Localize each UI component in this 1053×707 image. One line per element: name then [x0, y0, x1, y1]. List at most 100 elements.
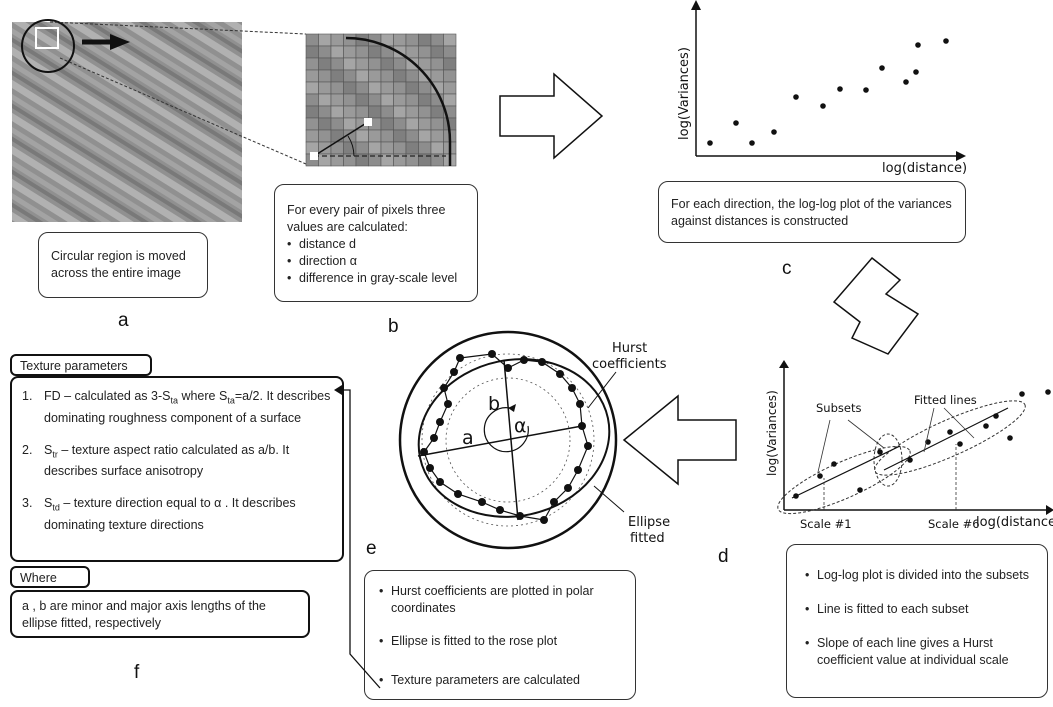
texture-param-text: Str – texture aspect ratio calculated as… [44, 442, 290, 479]
plot-d-point [957, 441, 963, 447]
polar-axis-b: b [488, 393, 500, 415]
plot-d-ylabel: log(Variances) [765, 390, 779, 476]
box-d-item: Slope of each line gives a Hurst coeffic… [805, 635, 1037, 669]
rose-point [578, 422, 586, 430]
box-a-text: Circular region is moved across the enti… [51, 249, 186, 280]
box-d: Log-log plot is divided into the subsets… [786, 544, 1048, 698]
ellipse-label-1: Ellipse [628, 515, 670, 530]
label-f: f [134, 662, 140, 683]
box-b-item: difference in gray-scale level [287, 270, 467, 287]
angle-arc [347, 135, 355, 157]
distance-line [313, 121, 369, 157]
hurst-label-1: Hurst [612, 341, 647, 356]
rose-point [420, 448, 428, 456]
plot-d-point [907, 457, 913, 463]
plot-d-point [857, 487, 863, 493]
box-e-item: Hurst coefficients are plotted in polar … [379, 583, 625, 617]
plot-d-point [1007, 435, 1013, 441]
plot-c-point [943, 38, 949, 44]
texture-param-num: 1. [22, 389, 33, 403]
rose-point [430, 434, 438, 442]
region-boundary [345, 36, 452, 166]
plot-c-point [903, 79, 909, 85]
rose-point [426, 464, 434, 472]
rose-point [450, 368, 458, 376]
plot-d-point [817, 473, 823, 479]
arrow-right-icon [499, 72, 604, 160]
plot-d-scale1: Scale #1 [800, 517, 852, 531]
texture-params-list: 1. FD – calculated as 3-Sta where Sta=a/2… [22, 388, 332, 534]
rose-point [520, 356, 528, 364]
rose-point [478, 498, 486, 506]
texture-param-item: 1. FD – calculated as 3-Sta where Sta=a/2… [22, 388, 332, 427]
where-header: Where [10, 566, 90, 588]
plot-c-point [913, 69, 919, 75]
pixel-2 [364, 118, 372, 126]
polar-axis-a: a [462, 427, 474, 449]
plot-c-point [837, 86, 843, 92]
box-d-item: Line is fitted to each subset [805, 601, 1037, 618]
rose-point [584, 442, 592, 450]
texture-params-header: Texture parameters [10, 354, 152, 376]
texture-params-box: 1. FD – calculated as 3-Sta where Sta=a/2… [10, 376, 344, 562]
plot-c-point [707, 140, 713, 146]
plot-c-points [707, 38, 949, 146]
plot-d-points [793, 389, 1051, 499]
plot-c-xlabel: log(distance) [882, 161, 967, 176]
plot-c-point [749, 140, 755, 146]
plot-d-subsets-label: Subsets [816, 401, 861, 415]
rose-point [456, 354, 464, 362]
ellipse-label-2: fitted [630, 531, 665, 546]
polar-points [420, 350, 592, 524]
box-e-list: Hurst coefficients are plotted in polar … [379, 583, 625, 689]
rose-point [550, 498, 558, 506]
label-b: b [388, 316, 399, 337]
rose-point [574, 466, 582, 474]
plot-d-point [831, 461, 837, 467]
box-c-text: For each direction, the log-log plot of … [671, 197, 952, 228]
label-d: d [718, 546, 729, 567]
plot-c-ylabel: log(Variances) [677, 47, 692, 140]
pixel-1 [310, 152, 318, 160]
plot-c-point [771, 129, 777, 135]
plot-d: Subsets Fitted lines Scale #1 Scale #6 l… [765, 360, 1053, 531]
plot-c-point [915, 42, 921, 48]
rose-point [504, 364, 512, 372]
plot-d-fitted-label: Fitted lines [914, 393, 977, 407]
box-b-intro: For every pair of pixels three values ar… [287, 203, 446, 234]
rose-point [496, 506, 504, 514]
rose-point [436, 418, 444, 426]
plot-d-point [1045, 389, 1051, 395]
arrow-left-icon [622, 394, 737, 486]
plot-d-point [877, 449, 883, 455]
hurst-label-2: coefficients [592, 357, 667, 372]
plot-d-scale6: Scale #6 [928, 517, 980, 531]
label-e: e [366, 538, 377, 559]
box-b: For every pair of pixels three values ar… [274, 184, 478, 302]
rose-point [576, 400, 584, 408]
rose-point [488, 350, 496, 358]
box-e: Hurst coefficients are plotted in polar … [364, 570, 636, 700]
plot-d-point [983, 423, 989, 429]
plot-d-point [993, 413, 999, 419]
rose-point [440, 384, 448, 392]
box-e-item: Ellipse is fitted to the rose plot [379, 633, 625, 650]
plot-c: log(Variances) log(distance) [677, 0, 967, 176]
rose-point [538, 358, 546, 366]
box-d-item: Log-log plot is divided into the subsets [805, 567, 1037, 584]
plot-c-point [820, 103, 826, 109]
plot-d-point [947, 429, 953, 435]
rose-point [436, 478, 444, 486]
rose-point [516, 512, 524, 520]
rose-point [556, 370, 564, 378]
where-text: a , b are minor and major axis lengths o… [22, 599, 266, 630]
texture-param-text: Std – texture direction equal to α . It … [44, 496, 296, 532]
box-c: For each direction, the log-log plot of … [658, 181, 966, 243]
box-d-list: Log-log plot is divided into the subsets… [805, 567, 1037, 669]
rose-point [454, 490, 462, 498]
box-a: Circular region is moved across the enti… [38, 232, 208, 298]
texture-param-text: FD – calculated as 3-Sta where Sta=a/2. … [44, 389, 331, 425]
texture-image [12, 19, 242, 222]
